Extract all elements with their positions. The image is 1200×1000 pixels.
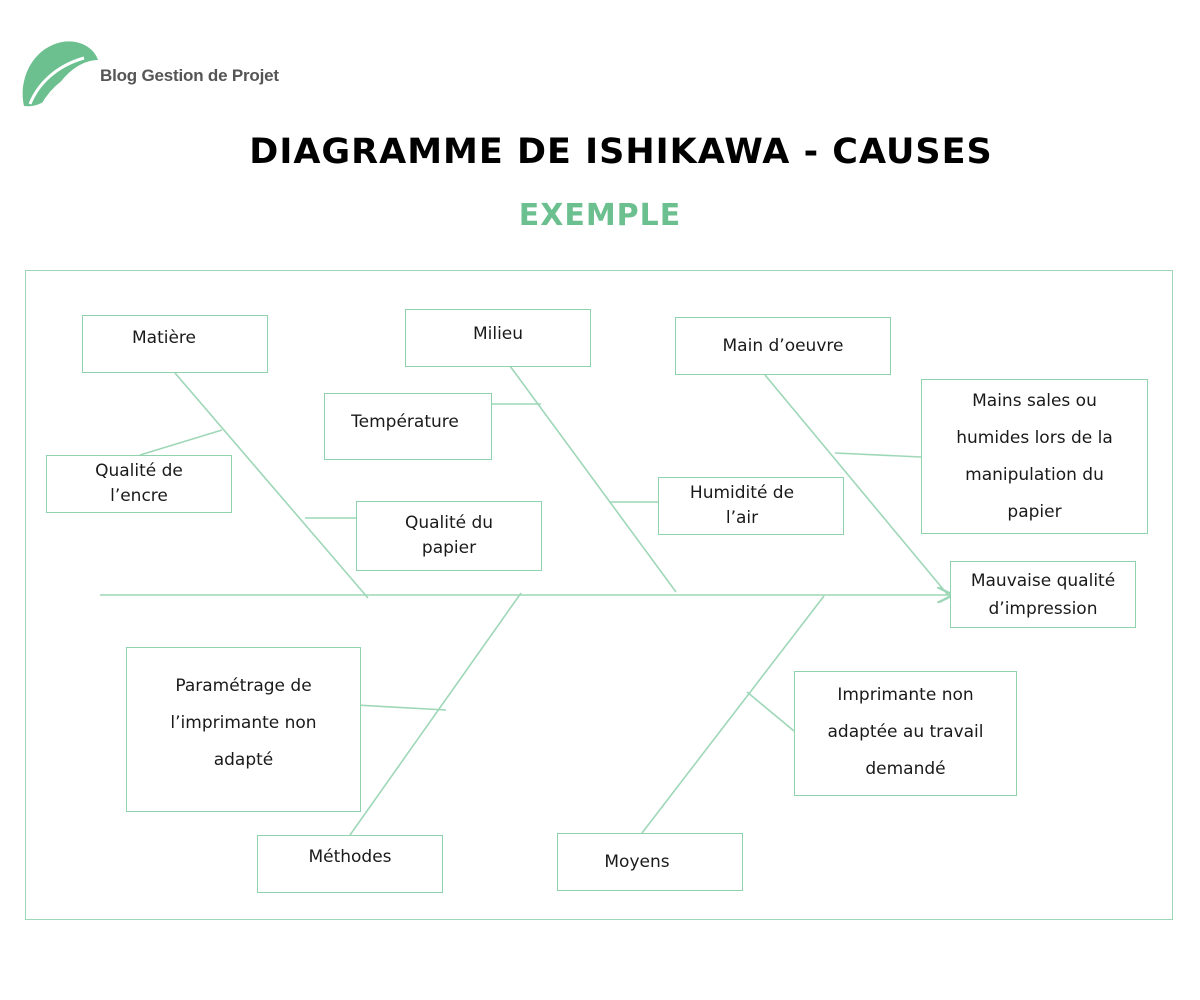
category-label: Milieu bbox=[472, 324, 524, 344]
bone-moyens bbox=[641, 595, 825, 834]
category-label: Méthodes bbox=[308, 847, 392, 867]
brand-name: Blog Gestion de Projet bbox=[100, 66, 279, 85]
branch-mains-sales bbox=[834, 452, 922, 458]
branch-qualite-encre bbox=[139, 429, 223, 456]
cause-label: Qualité du papier bbox=[404, 513, 494, 558]
cause-qualite-encre: Qualité de l’encre bbox=[46, 455, 232, 513]
diagram-frame bbox=[25, 270, 1173, 920]
cause-label: Mains sales ou humides lors de la manipu… bbox=[956, 390, 1113, 522]
cause-label: Paramétrage de l’imprimante non adapté bbox=[170, 676, 317, 770]
category-label: Matière bbox=[131, 328, 196, 348]
cause-temperature: Température bbox=[324, 393, 492, 460]
category-moyens: Moyens bbox=[557, 833, 743, 891]
cause-mains-sales: Mains sales ou humides lors de la manipu… bbox=[921, 379, 1148, 534]
cause-qualite-papier: Qualité du papier bbox=[356, 501, 542, 571]
effect-label: Mauvaise qualité d’impression bbox=[970, 570, 1116, 619]
category-label: Moyens bbox=[604, 852, 670, 872]
effect-box: Mauvaise qualité d’impression bbox=[950, 561, 1136, 628]
category-methodes: Méthodes bbox=[257, 835, 443, 893]
page-title: DIAGRAMME DE ISHIKAWA - CAUSES bbox=[249, 132, 993, 172]
cause-parametrage: Paramétrage de l’imprimante non adapté bbox=[126, 647, 361, 812]
cause-imprimante-non-adaptee: Imprimante non adaptée au travail demand… bbox=[794, 671, 1017, 796]
category-milieu: Milieu bbox=[405, 309, 591, 367]
cause-label: Imprimante non adaptée au travail demand… bbox=[827, 685, 984, 779]
page-subtitle: EXEMPLE bbox=[518, 198, 682, 233]
cause-label: Qualité de l’encre bbox=[95, 461, 183, 506]
bone-main-oeuvre bbox=[764, 374, 949, 596]
branch-parametrage bbox=[355, 704, 447, 711]
cause-humidite-air: Humidité de l’air bbox=[658, 477, 844, 535]
category-matiere: Matière bbox=[82, 315, 268, 373]
leaf-logo-icon bbox=[22, 41, 98, 107]
cause-label: Température bbox=[351, 412, 459, 432]
cause-label: Humidité de l’air bbox=[689, 483, 795, 528]
branch-imprimante bbox=[746, 691, 795, 732]
brand-logo: Blog Gestion de Projet bbox=[18, 40, 279, 112]
category-main-oeuvre: Main d’oeuvre bbox=[675, 317, 891, 375]
bone-methodes bbox=[349, 592, 522, 836]
category-label: Main d’oeuvre bbox=[722, 336, 844, 356]
bone-matiere bbox=[174, 372, 369, 599]
